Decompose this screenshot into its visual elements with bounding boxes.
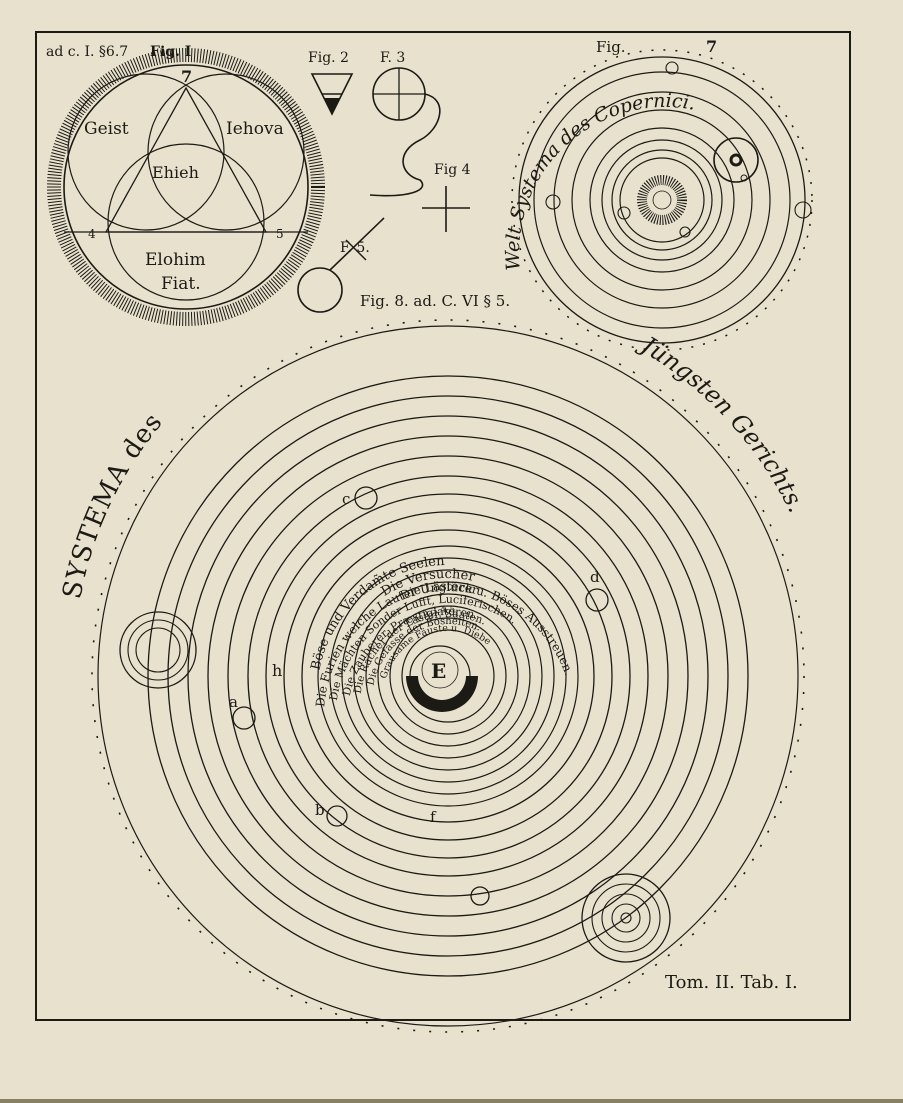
title-right-path: Jüngsten Gerichts.	[633, 329, 811, 517]
orbit-1	[619, 157, 705, 243]
letter-c: c	[342, 490, 350, 508]
earth	[729, 153, 743, 167]
orbit-body-br-ring3	[601, 893, 651, 943]
venn-circle-bottom	[107, 143, 265, 301]
letter-b: b	[315, 801, 325, 819]
letter-h: h	[272, 661, 282, 680]
ring-15	[377, 605, 519, 747]
figure-1-trinity: ad c. I. §6.7 Fig. I 7 4 5 Geist Iehova …	[46, 44, 325, 326]
planet-venus	[679, 226, 691, 238]
sphere-1	[147, 375, 749, 977]
sphere-8	[283, 511, 613, 841]
planet-saturn	[545, 194, 561, 210]
fig2-fill	[324, 98, 340, 114]
moon	[740, 174, 748, 182]
orbit-body-br-center	[620, 912, 632, 924]
numeral-right: 5	[276, 227, 284, 241]
orbit-body-br-ring2	[591, 883, 661, 953]
planet-top	[665, 61, 679, 75]
label-ehieh: Ehieh	[152, 163, 199, 182]
fig3-label: F. 3	[380, 50, 405, 66]
plate-border	[35, 31, 851, 1021]
ring-11	[329, 557, 567, 795]
fig7-number: 7	[706, 37, 717, 56]
label-fiat: Fiat.	[161, 274, 201, 294]
copernican-title-path: Welt Systema des Copernici.	[502, 90, 698, 271]
label-geist: Geist	[84, 119, 129, 139]
fig5-line	[329, 217, 385, 271]
body-c	[354, 486, 378, 510]
core-center	[421, 651, 459, 689]
orbit-body-left	[119, 611, 197, 689]
numeral-left: 4	[88, 227, 96, 241]
planet-mars	[617, 206, 631, 220]
planet-jupiter	[794, 201, 812, 219]
plate-reference: Tom. II. Tab. I.	[665, 972, 798, 993]
body-b	[326, 805, 348, 827]
ring-17	[401, 629, 495, 723]
center-label-e: E	[431, 659, 446, 683]
orbit-body-bottom-right	[581, 873, 671, 963]
orbit-6	[553, 91, 771, 309]
core-dark-crescent	[406, 676, 478, 712]
orbit-2	[611, 149, 713, 251]
sun-rays	[637, 175, 687, 225]
orbit-7	[533, 71, 791, 329]
orbit-3	[601, 139, 723, 261]
letter-f: f	[430, 808, 437, 826]
letter-a: a	[229, 693, 238, 711]
sphere-9	[301, 529, 595, 823]
earth-epicycle	[713, 137, 759, 183]
sphere-6	[247, 475, 649, 877]
fig5-circle	[297, 267, 343, 313]
fig2-label: Fig. 2	[308, 50, 349, 66]
small-figures: Fig. 2 F. 3 Fig 4 F. 5.	[297, 50, 471, 313]
orbit-outer	[518, 56, 806, 344]
body-a	[232, 706, 256, 730]
fig4-label: Fig 4	[434, 162, 471, 178]
sphere-4	[207, 435, 689, 917]
fixed-stars-ring	[511, 49, 813, 351]
title-right: Jüngsten Gerichts.	[633, 329, 811, 517]
fig5-tick	[345, 239, 367, 261]
sphere-5	[227, 455, 669, 897]
ring-14	[365, 593, 531, 759]
outer-circle	[63, 64, 309, 310]
figure-7-copernican-system: Fig. 7 Welt Systema des Copernici.	[502, 37, 813, 351]
label-jehova: Iehova	[226, 119, 284, 139]
outermost-sphere	[97, 325, 799, 1027]
orbit-body-br-ring4	[611, 903, 641, 933]
star-ring	[91, 319, 805, 1033]
sphere-7	[265, 493, 631, 859]
ring-12	[341, 569, 555, 783]
body-d	[585, 588, 609, 612]
radiant-halo	[47, 48, 325, 326]
orbit-body-left-ring2	[127, 619, 189, 681]
fig1-label: Fig. I	[150, 44, 191, 60]
fig7-label: Fig.	[596, 38, 626, 56]
label-elohim: Elohim	[145, 250, 206, 270]
orbit-5	[571, 109, 753, 291]
sun	[652, 190, 672, 210]
ring-16	[389, 617, 507, 735]
fig-serpent-line	[369, 93, 441, 197]
fig8-label: Fig. 8. ad. C. VI § 5.	[360, 292, 510, 310]
orbit-4	[589, 127, 735, 273]
figure-8-last-judgment-system: Fig. 8. ad. C. VI § 5. SYSTEMA des Jüngs…	[57, 292, 811, 1033]
numeral-7: 7	[181, 67, 192, 86]
ring-10	[317, 545, 579, 807]
letter-d: d	[590, 568, 600, 586]
venn-circle-left	[67, 73, 225, 231]
fig1-ref: ad c. I. §6.7	[46, 44, 128, 60]
ring-13	[353, 581, 543, 771]
sphere-2	[167, 395, 729, 957]
orbit-body-left-ring3	[135, 627, 181, 673]
body-bottom	[470, 886, 490, 906]
sphere-3	[187, 415, 709, 937]
trinity-triangle	[104, 86, 268, 233]
venn-circle-right	[147, 73, 305, 231]
copernican-title: Welt Systema des Copernici.	[502, 90, 698, 271]
